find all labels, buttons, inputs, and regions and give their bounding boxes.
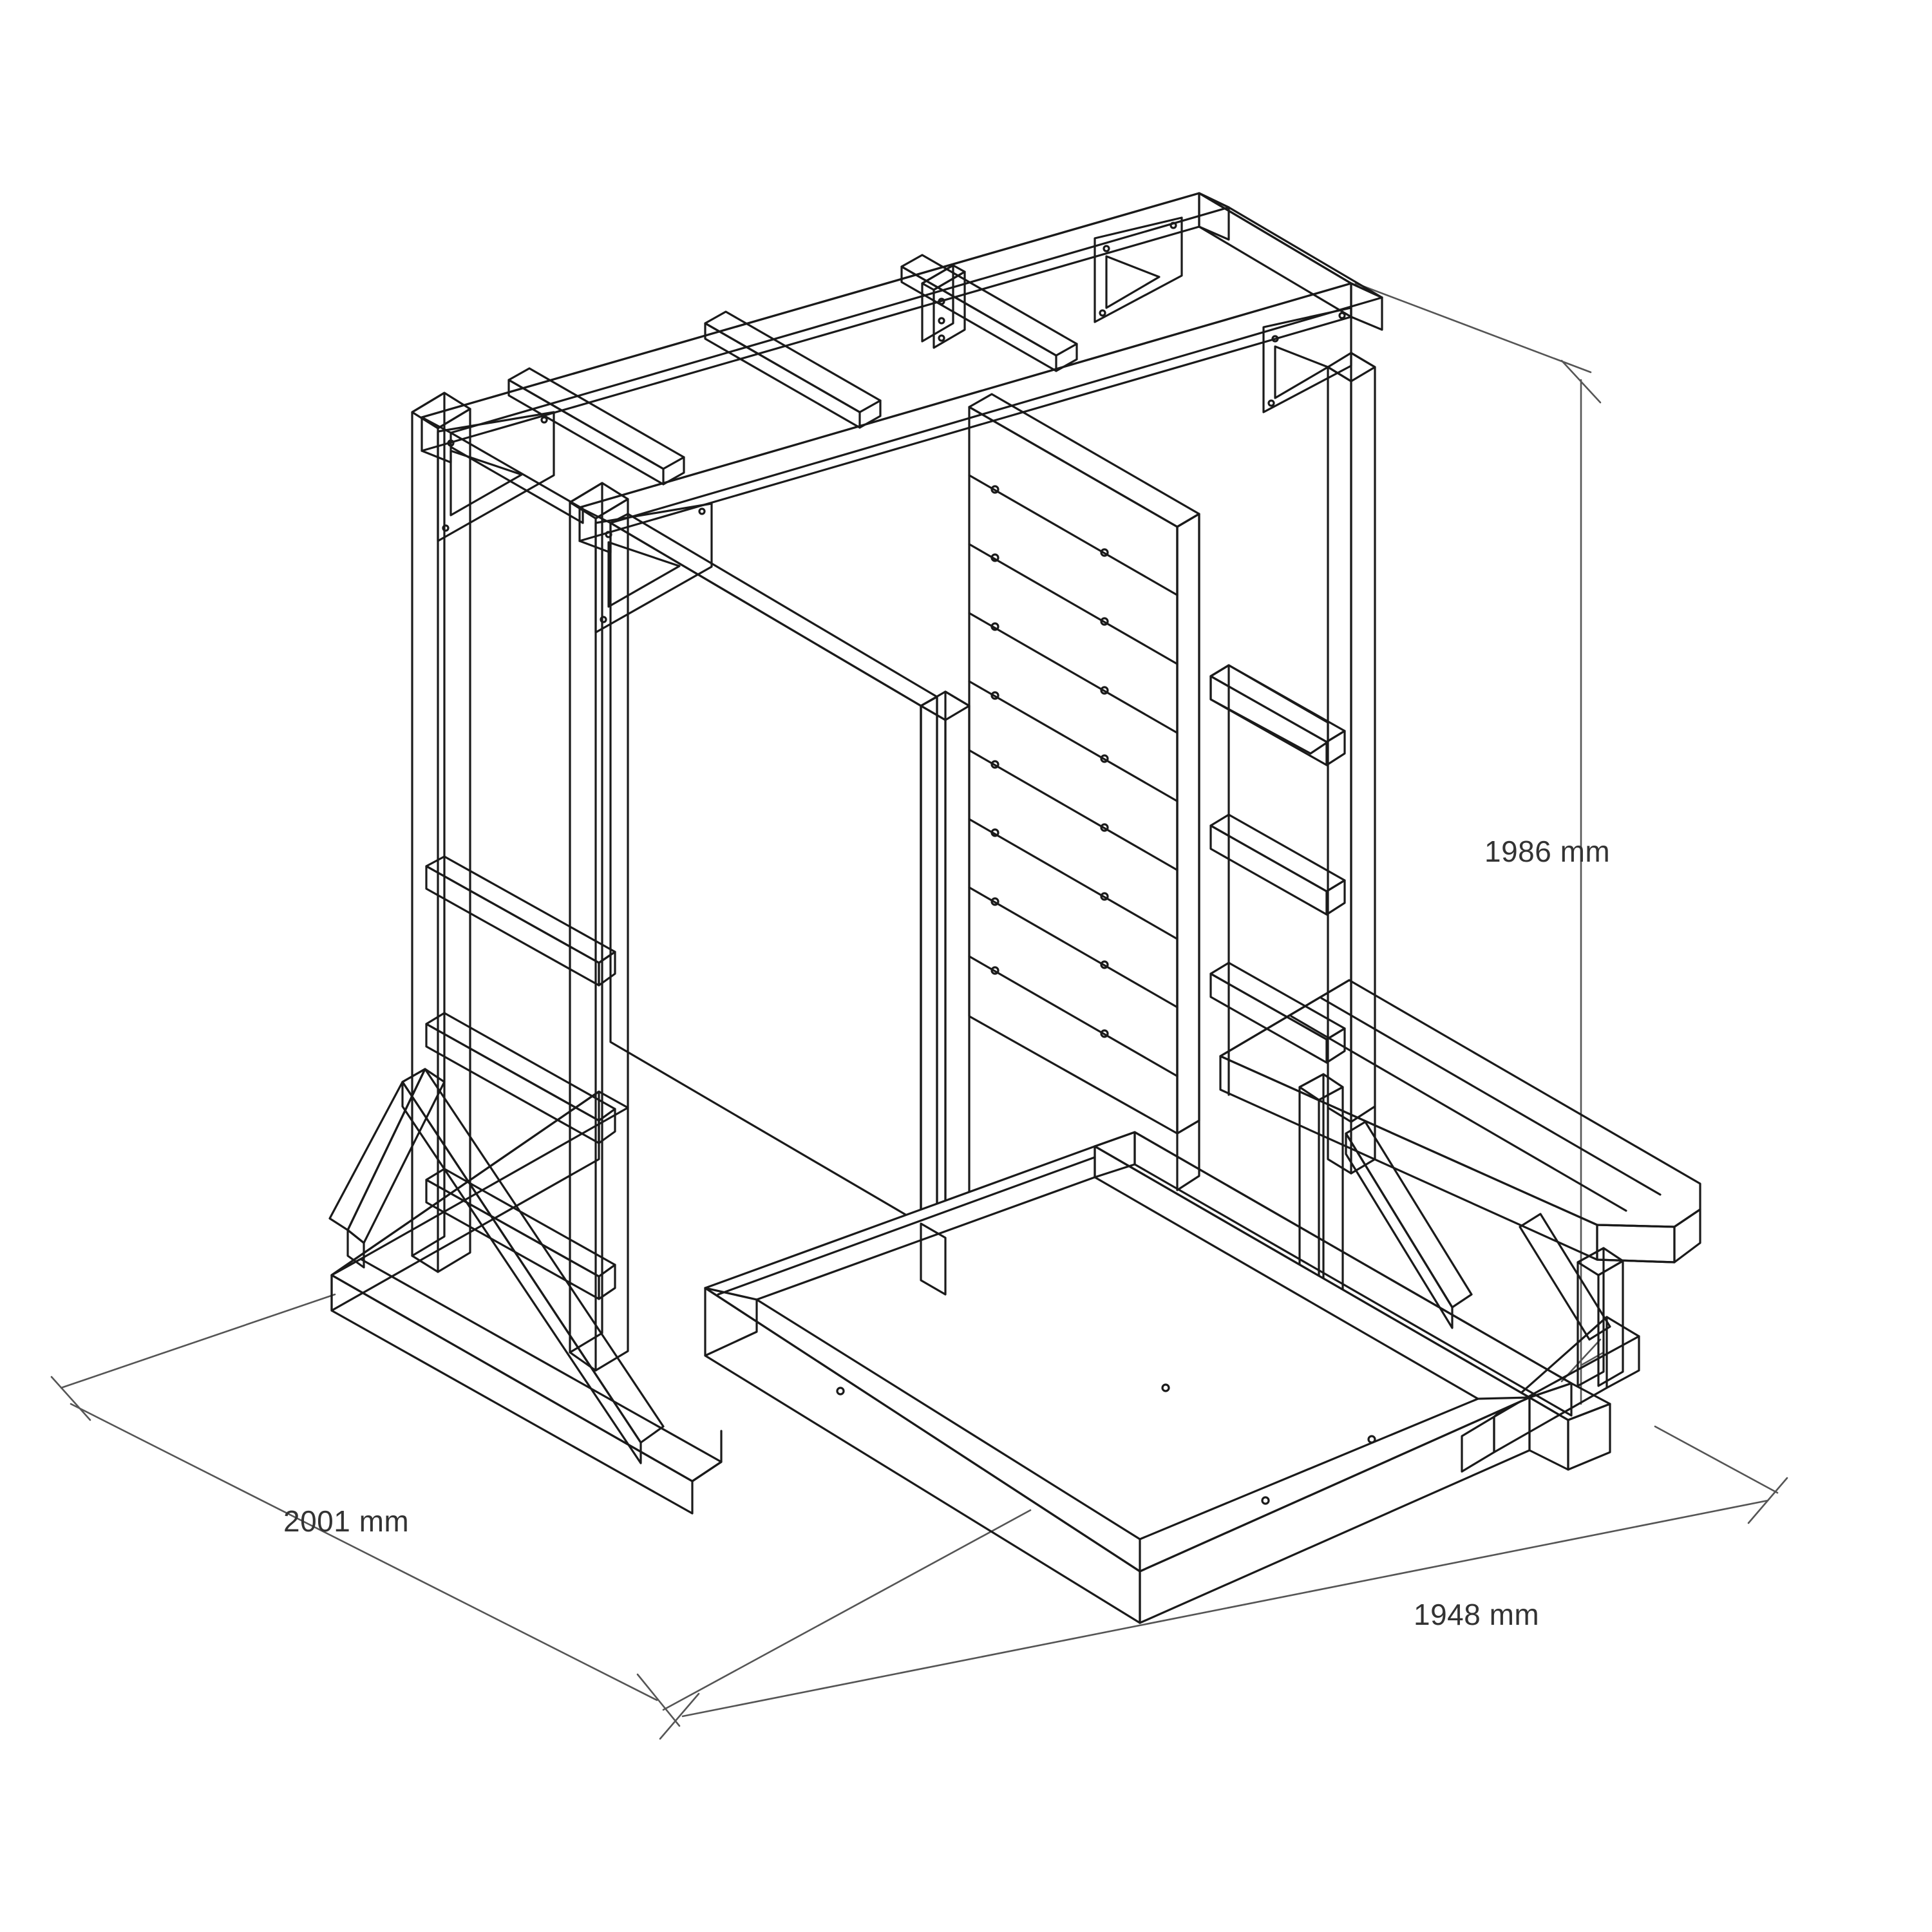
post-back-right bbox=[1176, 513, 1200, 1191]
sandpit-box bbox=[704, 1131, 1573, 1624]
post-sandpit-support bbox=[920, 1222, 947, 1296]
monkey-bar-rungs bbox=[450, 254, 1078, 524]
climbing-ladder-rungs-left bbox=[425, 855, 616, 1300]
bench-seat bbox=[1219, 979, 1701, 1264]
sandpit-back-plank bbox=[704, 1131, 1136, 1357]
dimension-label-width: 1948 mm bbox=[1414, 1598, 1540, 1631]
top-side-rails bbox=[1198, 192, 1383, 318]
dimension-label-height: 1986 mm bbox=[1484, 835, 1611, 868]
back-panel-face bbox=[936, 696, 938, 1216]
right-platform bbox=[1528, 1382, 1611, 1471]
center-bracket bbox=[921, 264, 966, 349]
back-panel-board bbox=[609, 513, 938, 1225]
post-front-right bbox=[1327, 352, 1376, 1175]
back-panel-cladding bbox=[968, 393, 1200, 1135]
ladder-side-rail bbox=[1209, 664, 1329, 755]
post-front-left bbox=[569, 482, 629, 1372]
corner-gusset-plates bbox=[437, 216, 1352, 634]
dimension-label-depth: 2001 mm bbox=[283, 1504, 410, 1538]
dimension-lines bbox=[50, 282, 1788, 1740]
climbing-ladder-rungs-right bbox=[1209, 664, 1346, 1096]
post-back-left bbox=[411, 392, 471, 1273]
